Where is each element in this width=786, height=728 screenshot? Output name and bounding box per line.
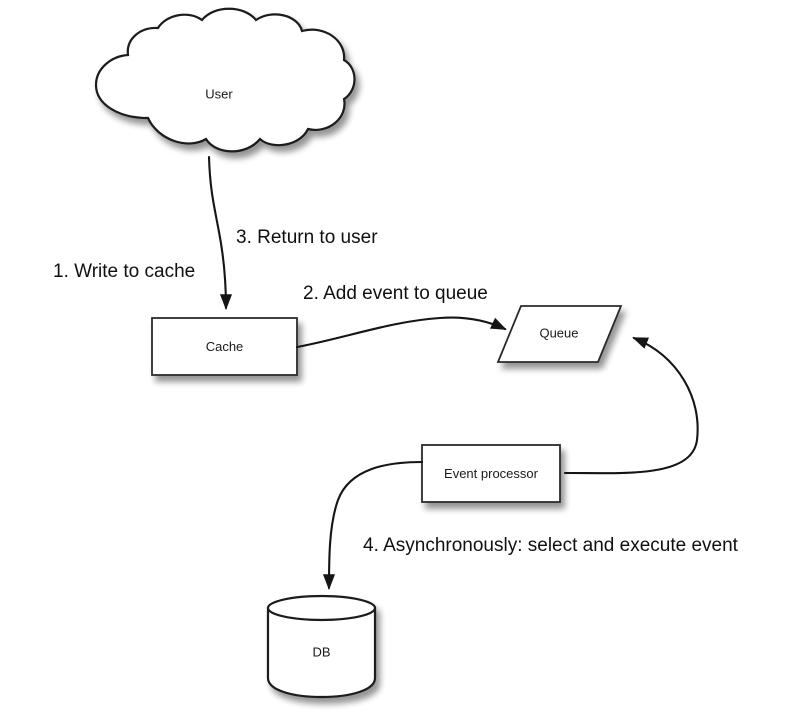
step-label-1: 1. Write to cache [53,261,195,282]
node-event-processor[interactable] [421,444,561,503]
cache-rect [151,317,298,376]
step-label-2: 2. Add event to queue [303,283,488,304]
node-user-label: User [205,86,233,101]
event-processor-rect [421,444,561,503]
step-label-4: 4. Asynchronously: select and execute ev… [363,535,739,556]
db-cylinder-body [266,606,377,699]
node-cache[interactable] [151,317,298,376]
node-db-label: DB [312,644,330,659]
node-db[interactable] [266,594,377,699]
queue-parallelogram [496,305,623,363]
node-cache-label: Cache [206,339,244,354]
node-event-processor-label: Event processor [444,466,539,481]
cloud-shape [94,7,356,153]
edge-cache-to-queue [295,316,507,349]
edge-user-to-cache [207,155,233,310]
node-queue-label: Queue [539,325,578,340]
node-user[interactable] [94,7,356,153]
node-queue[interactable] [496,305,623,363]
db-cylinder-top [266,594,377,622]
edge-processor-to-db [322,460,424,590]
edge-processor-to-queue [563,336,699,475]
step-label-3: 3. Return to user [236,227,378,248]
